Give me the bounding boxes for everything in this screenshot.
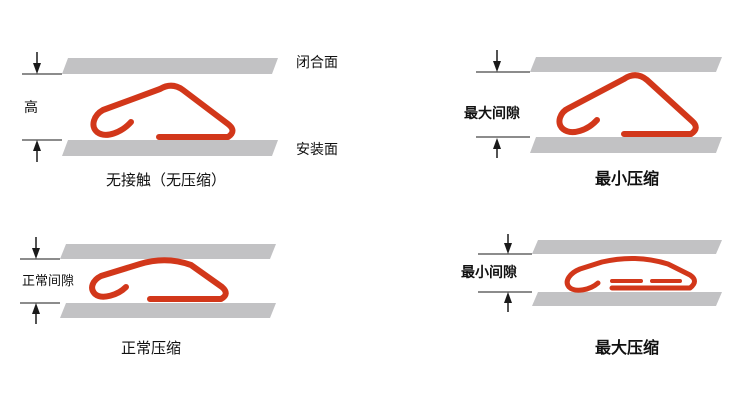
closing-plate <box>62 58 278 74</box>
dimension-label-min-gap: 最小间隙 <box>461 264 517 281</box>
arrow-up-icon <box>33 140 41 151</box>
panel-max-compression: 最小间隙 最大压缩 <box>461 234 722 357</box>
arrow-up-icon <box>504 292 512 303</box>
panel-min-compression: 最大间隙 最小压缩 <box>464 50 722 188</box>
closing-surface-label: 闭合面 <box>296 55 338 71</box>
arrow-up-icon <box>493 138 501 149</box>
mounting-plate <box>62 140 278 156</box>
gasket-profile-min-compressed <box>556 72 699 137</box>
gasket-profile-max-compressed <box>564 255 697 293</box>
caption-max-compression: 最大压缩 <box>595 338 659 357</box>
gasket-profile-normal-compressed <box>89 257 229 302</box>
mounting-plate <box>60 303 276 318</box>
mounting-surface-label: 安装面 <box>296 142 338 158</box>
gasket-profile-free <box>90 82 236 140</box>
closing-plate <box>60 244 276 259</box>
dimension-label-height: 高 <box>24 99 38 116</box>
arrow-down-icon <box>32 248 40 259</box>
arrow-down-icon <box>504 243 512 254</box>
panel-no-compression: 高 无接触（无压缩） <box>22 52 278 189</box>
arrow-up-icon <box>32 303 40 314</box>
panel-normal-compression: 正常间隙 正常压缩 <box>20 237 276 357</box>
closing-plate <box>532 240 722 254</box>
mounting-plate <box>532 292 722 306</box>
dimension-label-normal-gap: 正常间隙 <box>22 274 74 289</box>
caption-no-compression: 无接触（无压缩） <box>106 171 226 189</box>
closing-plate <box>530 57 722 72</box>
caption-min-compression: 最小压缩 <box>595 169 659 188</box>
mounting-plate <box>530 137 722 153</box>
surface-labels: 闭合面 安装面 <box>296 55 338 158</box>
dimension-label-max-gap: 最大间隙 <box>464 105 520 122</box>
caption-normal-compression: 正常压缩 <box>121 339 181 357</box>
arrow-down-icon <box>493 61 501 72</box>
arrow-down-icon <box>33 63 41 74</box>
